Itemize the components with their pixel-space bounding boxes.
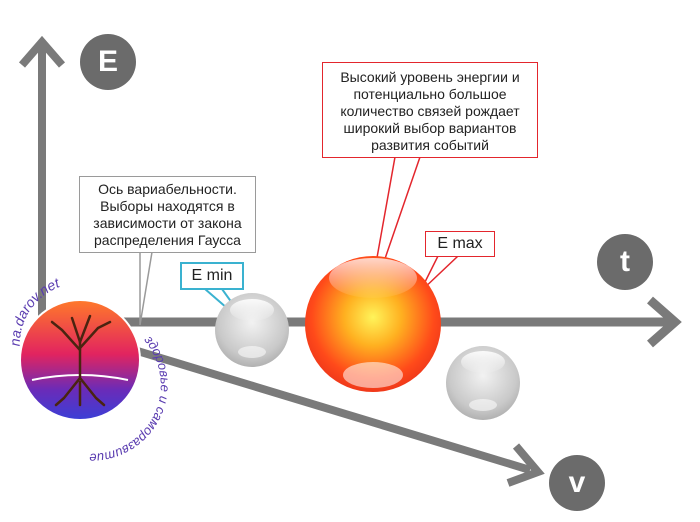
emin-sphere [215,293,289,367]
energy-axis-badge: E [80,34,136,90]
high-energy-callout: Высокий уровень энергии и потенциально б… [322,62,538,158]
variability-callout-pointer [139,251,153,326]
emin-callout: E min [180,262,244,290]
site-logo: na.darov.net здоровье и саморазвитие [7,274,173,466]
variability-axis-callout: Ось вариабельности. Выборы находятся в з… [79,176,256,253]
energy-axis [18,35,66,330]
time-axis-badge: t [597,234,653,290]
tree-icon [50,314,112,407]
emax-callout: E max [425,231,495,257]
variability-axis-badge: v [549,455,605,511]
emax-sphere [305,256,441,392]
variant-sphere [446,346,520,420]
